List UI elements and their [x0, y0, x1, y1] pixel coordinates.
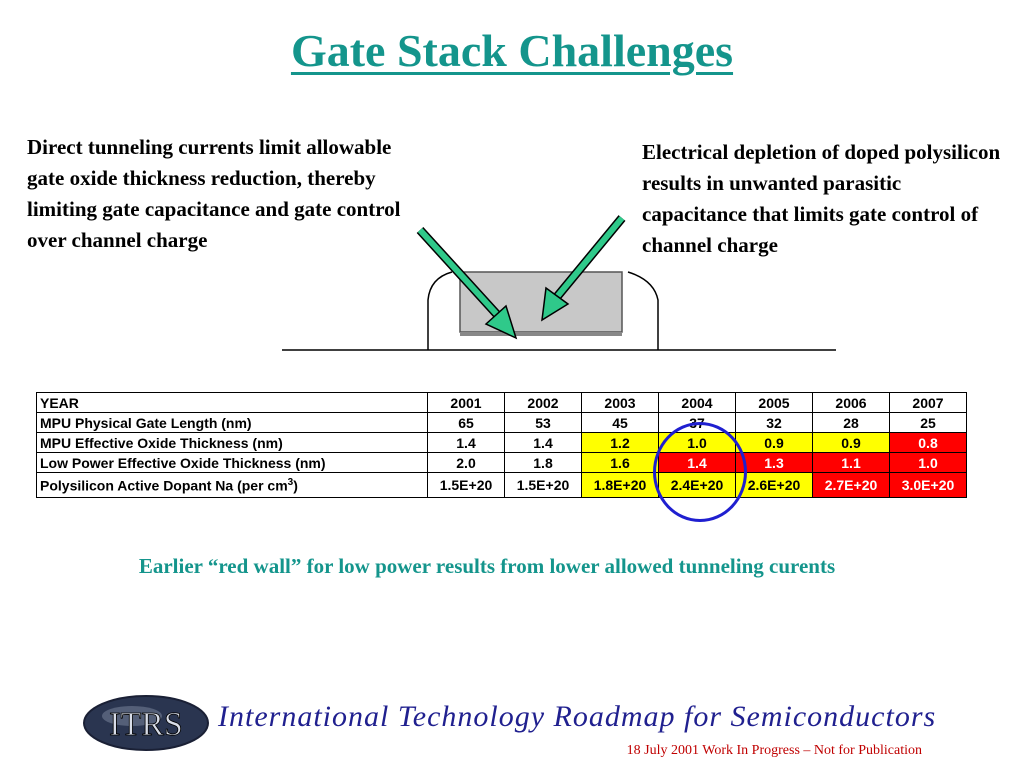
table-cell: 0.8	[889, 432, 967, 453]
table-row: Low Power Effective Oxide Thickness (nm)…	[36, 452, 967, 473]
footer-text: 18 July 2001 Work In Progress – Not for …	[626, 743, 922, 758]
depletion-description: Electrical depletion of doped polysilico…	[642, 140, 1001, 257]
itrs-logo: ITRS	[83, 695, 209, 751]
table-cell: 28	[812, 412, 890, 433]
row-label: Low Power Effective Oxide Thickness (nm)	[36, 452, 428, 473]
table-cell: 2003	[581, 392, 659, 413]
table-cell: 2.0	[427, 452, 505, 473]
table-cell: 1.4	[427, 432, 505, 453]
table-cell: 32	[735, 412, 813, 433]
tunneling-description: Direct tunneling currents limit allowabl…	[27, 135, 401, 252]
table-cell: 0.9	[735, 432, 813, 453]
table-cell: 0.9	[812, 432, 890, 453]
highlight-circle	[653, 422, 747, 522]
table-cell: 53	[504, 412, 582, 433]
table-cell: 3.0E+20	[889, 472, 967, 498]
table-cell: 2.6E+20	[735, 472, 813, 498]
logo-text: ITRS	[109, 706, 183, 743]
table-cell: 1.8	[504, 452, 582, 473]
organization-name: International Technology Roadmap for Sem…	[218, 700, 937, 733]
row-label: MPU Physical Gate Length (nm)	[36, 412, 428, 433]
table-cell: 2004	[658, 392, 736, 413]
table-cell: 1.4	[504, 432, 582, 453]
table-cell: 2005	[735, 392, 813, 413]
table-cell: 1.8E+20	[581, 472, 659, 498]
gate-outline	[427, 271, 659, 350]
table-cell: 1.5E+20	[504, 472, 582, 498]
row-label: MPU Effective Oxide Thickness (nm)	[36, 432, 428, 453]
table-cell: 1.3	[735, 452, 813, 473]
table-cell: 2007	[889, 392, 967, 413]
table-cell: 1.1	[812, 452, 890, 473]
table-cell: 1.2	[581, 432, 659, 453]
arrow-right-icon	[541, 215, 626, 322]
table-cell: 2001	[427, 392, 505, 413]
table-cell: 45	[581, 412, 659, 433]
table-row: Polysilicon Active Dopant Na (per cm3)1.…	[36, 472, 967, 498]
table-cell: 2002	[504, 392, 582, 413]
table-cell: 1.6	[581, 452, 659, 473]
table-cell: 2.7E+20	[812, 472, 890, 498]
table-cell: 1.5E+20	[427, 472, 505, 498]
gate-stack-diagram	[282, 215, 836, 351]
red-wall-note: Earlier “red wall” for low power results…	[138, 554, 836, 578]
table-cell: 2006	[812, 392, 890, 413]
row-label: YEAR	[36, 392, 428, 413]
arrow-left-icon	[416, 226, 518, 340]
row-label: Polysilicon Active Dopant Na (per cm3)	[36, 472, 428, 498]
table-cell: 25	[889, 412, 967, 433]
gate-oxide	[460, 332, 622, 336]
table-cell: 65	[427, 412, 505, 433]
table-cell: 1.0	[889, 452, 967, 473]
slide-title: Gate Stack Challenges	[290, 25, 734, 76]
